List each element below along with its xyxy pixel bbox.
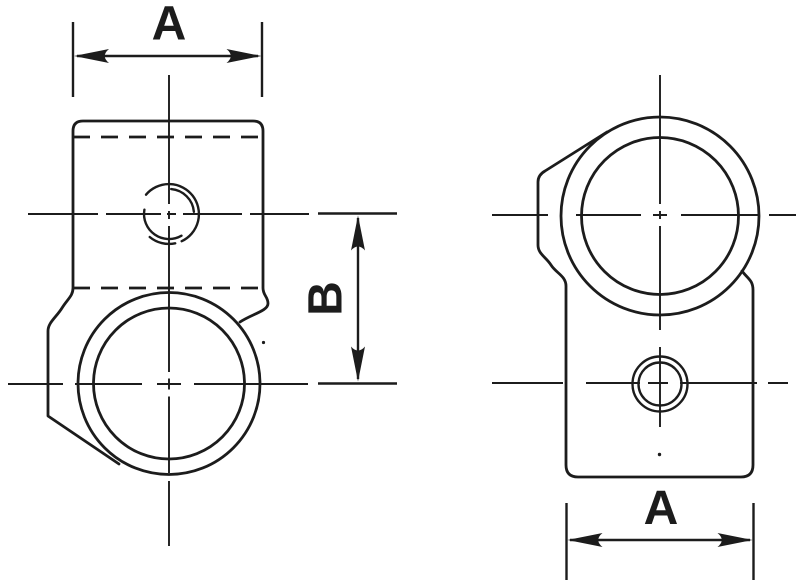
side-view <box>492 75 796 479</box>
front-body-outline <box>46 119 270 466</box>
front-centerline-dot <box>261 340 266 345</box>
side-centerline-dot <box>657 452 662 457</box>
side-body-outline <box>536 130 755 479</box>
stroke-layer <box>8 22 796 580</box>
dim-a-top-arrowhead-left <box>74 49 109 63</box>
front-view <box>8 75 309 546</box>
dim-a-bottom-arrowhead-left <box>567 533 603 547</box>
dim-a-top <box>71 22 264 97</box>
dim-a-bottom <box>565 503 755 580</box>
dim-a-top-arrowhead-right <box>226 49 262 63</box>
front-thread-hole-minor-arcs <box>142 187 196 241</box>
dim-a-bottom-label: A <box>644 482 679 535</box>
dim-a-top-label: A <box>152 0 187 51</box>
dim-b-arrowhead-up <box>351 215 365 251</box>
dim-b-label: B <box>300 281 353 316</box>
dim-b-arrowhead-down <box>351 346 365 382</box>
dim-a-bottom-arrowhead-right <box>717 533 753 547</box>
fill-layer: A B A <box>74 0 753 547</box>
front-thread-hole-major-arcs <box>144 182 201 246</box>
